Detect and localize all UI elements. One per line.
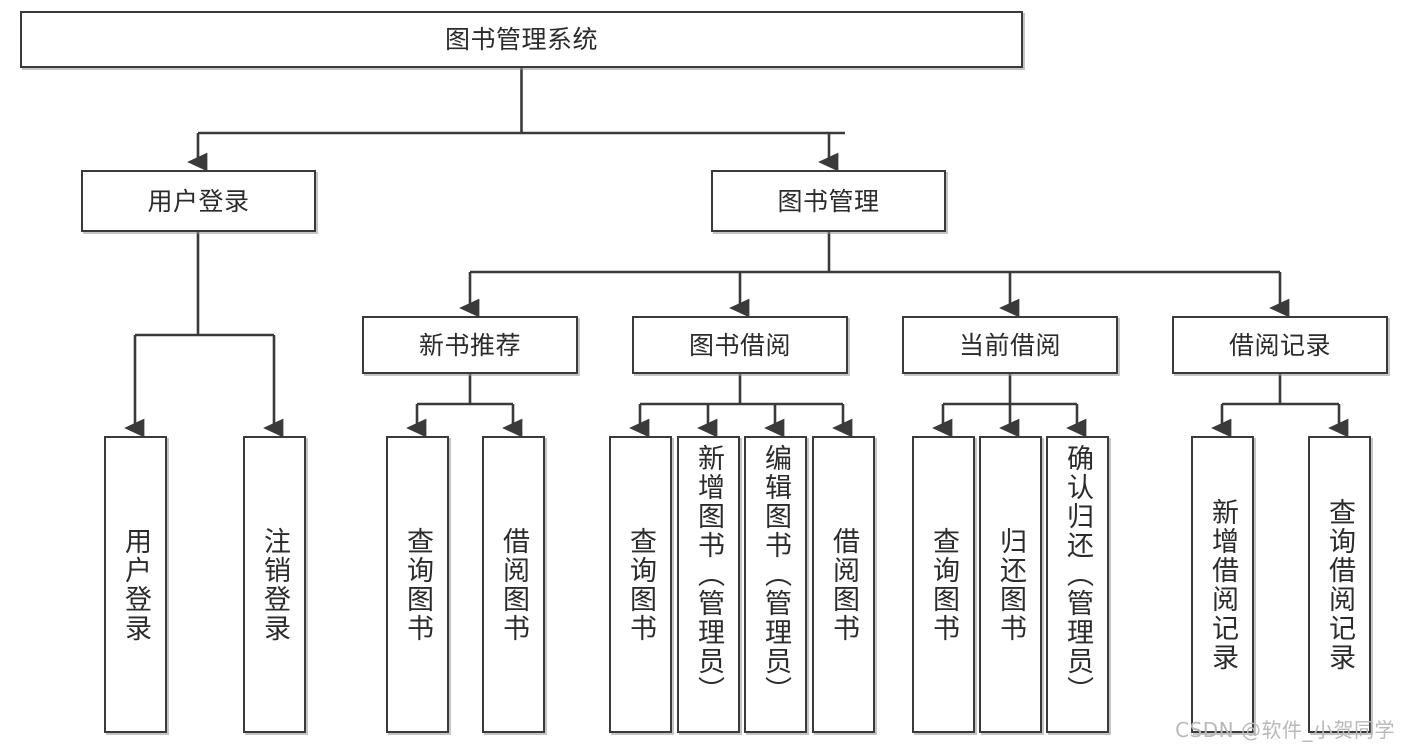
node-label: 借阅记录 xyxy=(1228,330,1331,360)
node-root-system[interactable]: 图书管理系统 xyxy=(20,11,1023,68)
node-current-borrow[interactable]: 当前借阅 xyxy=(902,316,1118,374)
node-label: 新增借阅记录 xyxy=(1207,497,1238,672)
node-label: 用户登录 xyxy=(147,186,250,216)
node-borrow-record[interactable]: 借阅记录 xyxy=(1172,316,1388,374)
leaf-record-query[interactable]: 查询借阅记录 xyxy=(1308,436,1371,733)
leaf-current-query-book[interactable]: 查询图书 xyxy=(912,436,975,733)
leaf-borrow-query-book[interactable]: 查询图书 xyxy=(609,436,672,733)
node-label: 查询图书 xyxy=(402,526,433,643)
node-label: 借阅图书 xyxy=(828,526,859,643)
leaf-new-book-query[interactable]: 查询图书 xyxy=(386,436,449,733)
node-label: 确认归还（管理员） xyxy=(1062,444,1093,705)
node-label: 图书管理 xyxy=(777,186,880,216)
leaf-borrow-edit-book[interactable]: 编辑图书（管理员） xyxy=(744,436,807,733)
leaf-current-return-book[interactable]: 归还图书 xyxy=(979,436,1042,733)
watermark-text: CSDN @软件_小贺同学 xyxy=(1175,718,1395,742)
leaf-user-login[interactable]: 用户登录 xyxy=(104,436,167,733)
node-label: 用户登录 xyxy=(120,526,151,643)
node-label: 查询借阅记录 xyxy=(1324,497,1355,672)
node-label: 查询图书 xyxy=(625,526,656,643)
leaf-current-confirm-return[interactable]: 确认归还（管理员） xyxy=(1046,436,1109,733)
node-label: 图书借阅 xyxy=(688,330,791,360)
node-label: 借阅图书 xyxy=(498,526,529,643)
node-user-login[interactable]: 用户登录 xyxy=(81,170,316,232)
node-label: 查询图书 xyxy=(928,526,959,643)
leaf-user-logout[interactable]: 注销登录 xyxy=(243,436,306,733)
node-label: 注销登录 xyxy=(259,526,290,643)
leaf-record-add[interactable]: 新增借阅记录 xyxy=(1191,436,1254,733)
node-label: 新增图书（管理员） xyxy=(693,444,724,705)
node-label: 当前借阅 xyxy=(958,330,1061,360)
node-label: 图书管理系统 xyxy=(444,25,598,54)
leaf-new-book-borrow[interactable]: 借阅图书 xyxy=(482,436,545,733)
node-new-book-recommend[interactable]: 新书推荐 xyxy=(362,316,578,374)
node-book-management[interactable]: 图书管理 xyxy=(711,170,946,232)
leaf-borrow-add-book[interactable]: 新增图书（管理员） xyxy=(677,436,740,733)
node-label: 新书推荐 xyxy=(418,330,521,360)
leaf-borrow-borrow-book[interactable]: 借阅图书 xyxy=(812,436,875,733)
node-label: 归还图书 xyxy=(995,526,1026,643)
node-book-borrow[interactable]: 图书借阅 xyxy=(632,316,848,374)
node-label: 编辑图书（管理员） xyxy=(760,444,791,705)
